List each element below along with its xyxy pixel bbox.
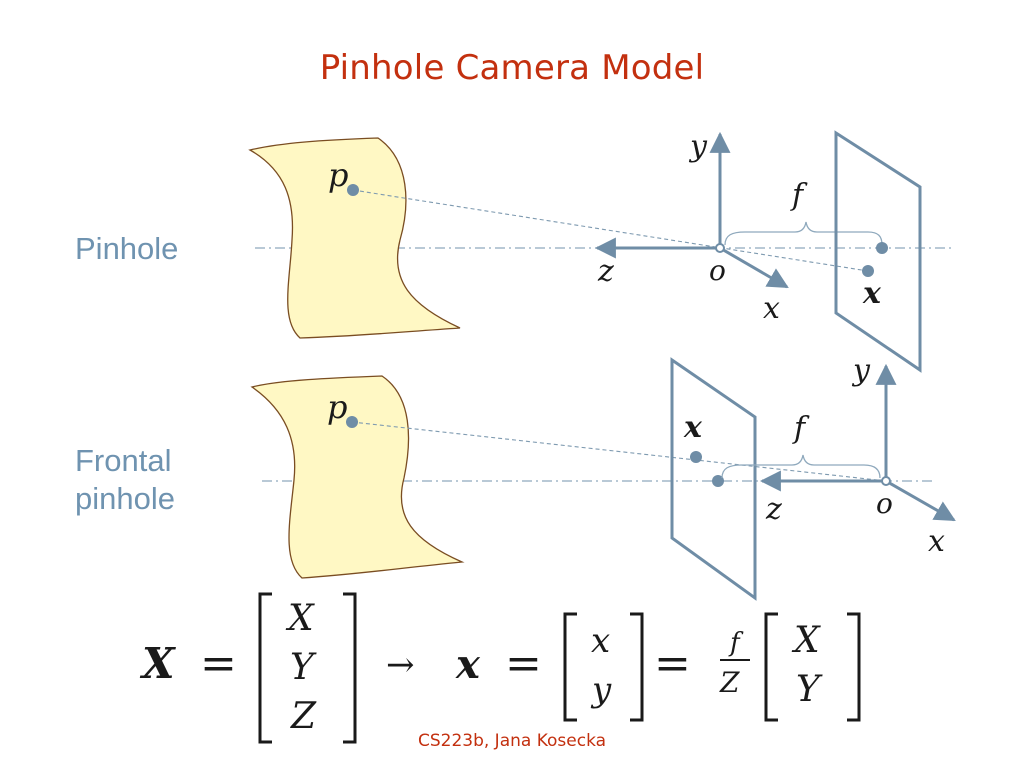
image-vector-x: x	[591, 621, 610, 661]
pinhole-point-label: p	[328, 156, 348, 194]
slide-footer: CS223b, Jana Kosecka	[417, 731, 607, 751]
frontal-image-point	[690, 451, 702, 463]
image-vector-right-bracket	[630, 612, 644, 722]
pinhole-principal-point	[876, 242, 888, 254]
world-vector-y: Y	[290, 647, 317, 688]
pinhole-x-axis	[719, 246, 789, 289]
pinhole-axis-x-label: x	[763, 291, 780, 326]
equation-equals-3: =	[654, 638, 691, 689]
image-vector-left-bracket	[563, 612, 577, 722]
projected-vector-y: Y	[796, 669, 823, 710]
pinhole-projection-ray	[352, 189, 869, 272]
pinhole-axis-y-label: y	[688, 129, 708, 164]
projected-vector-left-bracket	[764, 612, 778, 722]
world-vector-z: Z	[290, 696, 317, 737]
world-vector-x: X	[285, 598, 315, 639]
frontal-axis-x-label: x	[928, 524, 945, 559]
frontal-image-plane	[670, 357, 757, 601]
pinhole-focal-brace	[724, 221, 883, 246]
frontal-principal-point	[712, 475, 724, 487]
frontal-origin-label: o	[876, 487, 893, 520]
pinhole-image-plane	[834, 130, 922, 373]
equation-equals-2: =	[505, 638, 542, 689]
equation-scale-denominator: Z	[719, 666, 740, 699]
label-frontal-line1: Frontal	[75, 443, 172, 478]
frontal-origin-marker	[881, 476, 891, 486]
pinhole-origin-label: o	[709, 254, 726, 287]
frontal-projection-ray	[351, 421, 887, 482]
frontal-focal-brace	[721, 454, 881, 479]
frontal-object-point	[346, 416, 358, 428]
pinhole-axis-z-label: z	[597, 254, 614, 289]
frontal-object-surface	[250, 375, 465, 579]
frontal-axis-z-label: z	[765, 492, 782, 527]
equation-image-symbol: x	[455, 641, 481, 688]
pinhole-object-point	[347, 184, 359, 196]
label-pinhole: Pinhole	[75, 231, 179, 266]
frontal-x-axis	[885, 479, 956, 522]
projected-vector-right-bracket	[847, 612, 861, 722]
world-vector-right-bracket	[343, 592, 357, 744]
label-frontal-line2: pinhole	[75, 481, 175, 516]
equation-arrow: →	[386, 645, 415, 685]
slide-title: Pinhole Camera Model	[319, 48, 705, 88]
frontal-focal-label: f	[792, 411, 810, 446]
pinhole-object-surface	[248, 137, 461, 339]
equation-scale-numerator: f	[728, 628, 744, 658]
equation-lhs-symbol: X	[139, 639, 176, 688]
projected-vector-x: X	[791, 620, 821, 661]
frontal-image-point-label: x	[683, 410, 703, 445]
world-vector-left-bracket	[258, 592, 272, 744]
frontal-diagram: p x f y z x o	[250, 353, 956, 601]
pinhole-image-point-label: x	[862, 276, 882, 311]
image-vector-y: y	[590, 670, 612, 710]
equation-equals-1: =	[200, 638, 237, 689]
pinhole-origin-marker	[715, 243, 725, 253]
label-frontal-pinhole: Frontal pinhole	[75, 442, 175, 518]
pinhole-image-point	[862, 265, 874, 277]
pinhole-diagram: p y z x o f x	[248, 129, 955, 373]
projection-equation: X = X Y Z → x = x y = f Z X Y	[139, 592, 861, 744]
frontal-point-label: p	[327, 388, 347, 426]
frontal-axis-y-label: y	[851, 353, 871, 388]
pinhole-focal-label: f	[790, 178, 808, 213]
